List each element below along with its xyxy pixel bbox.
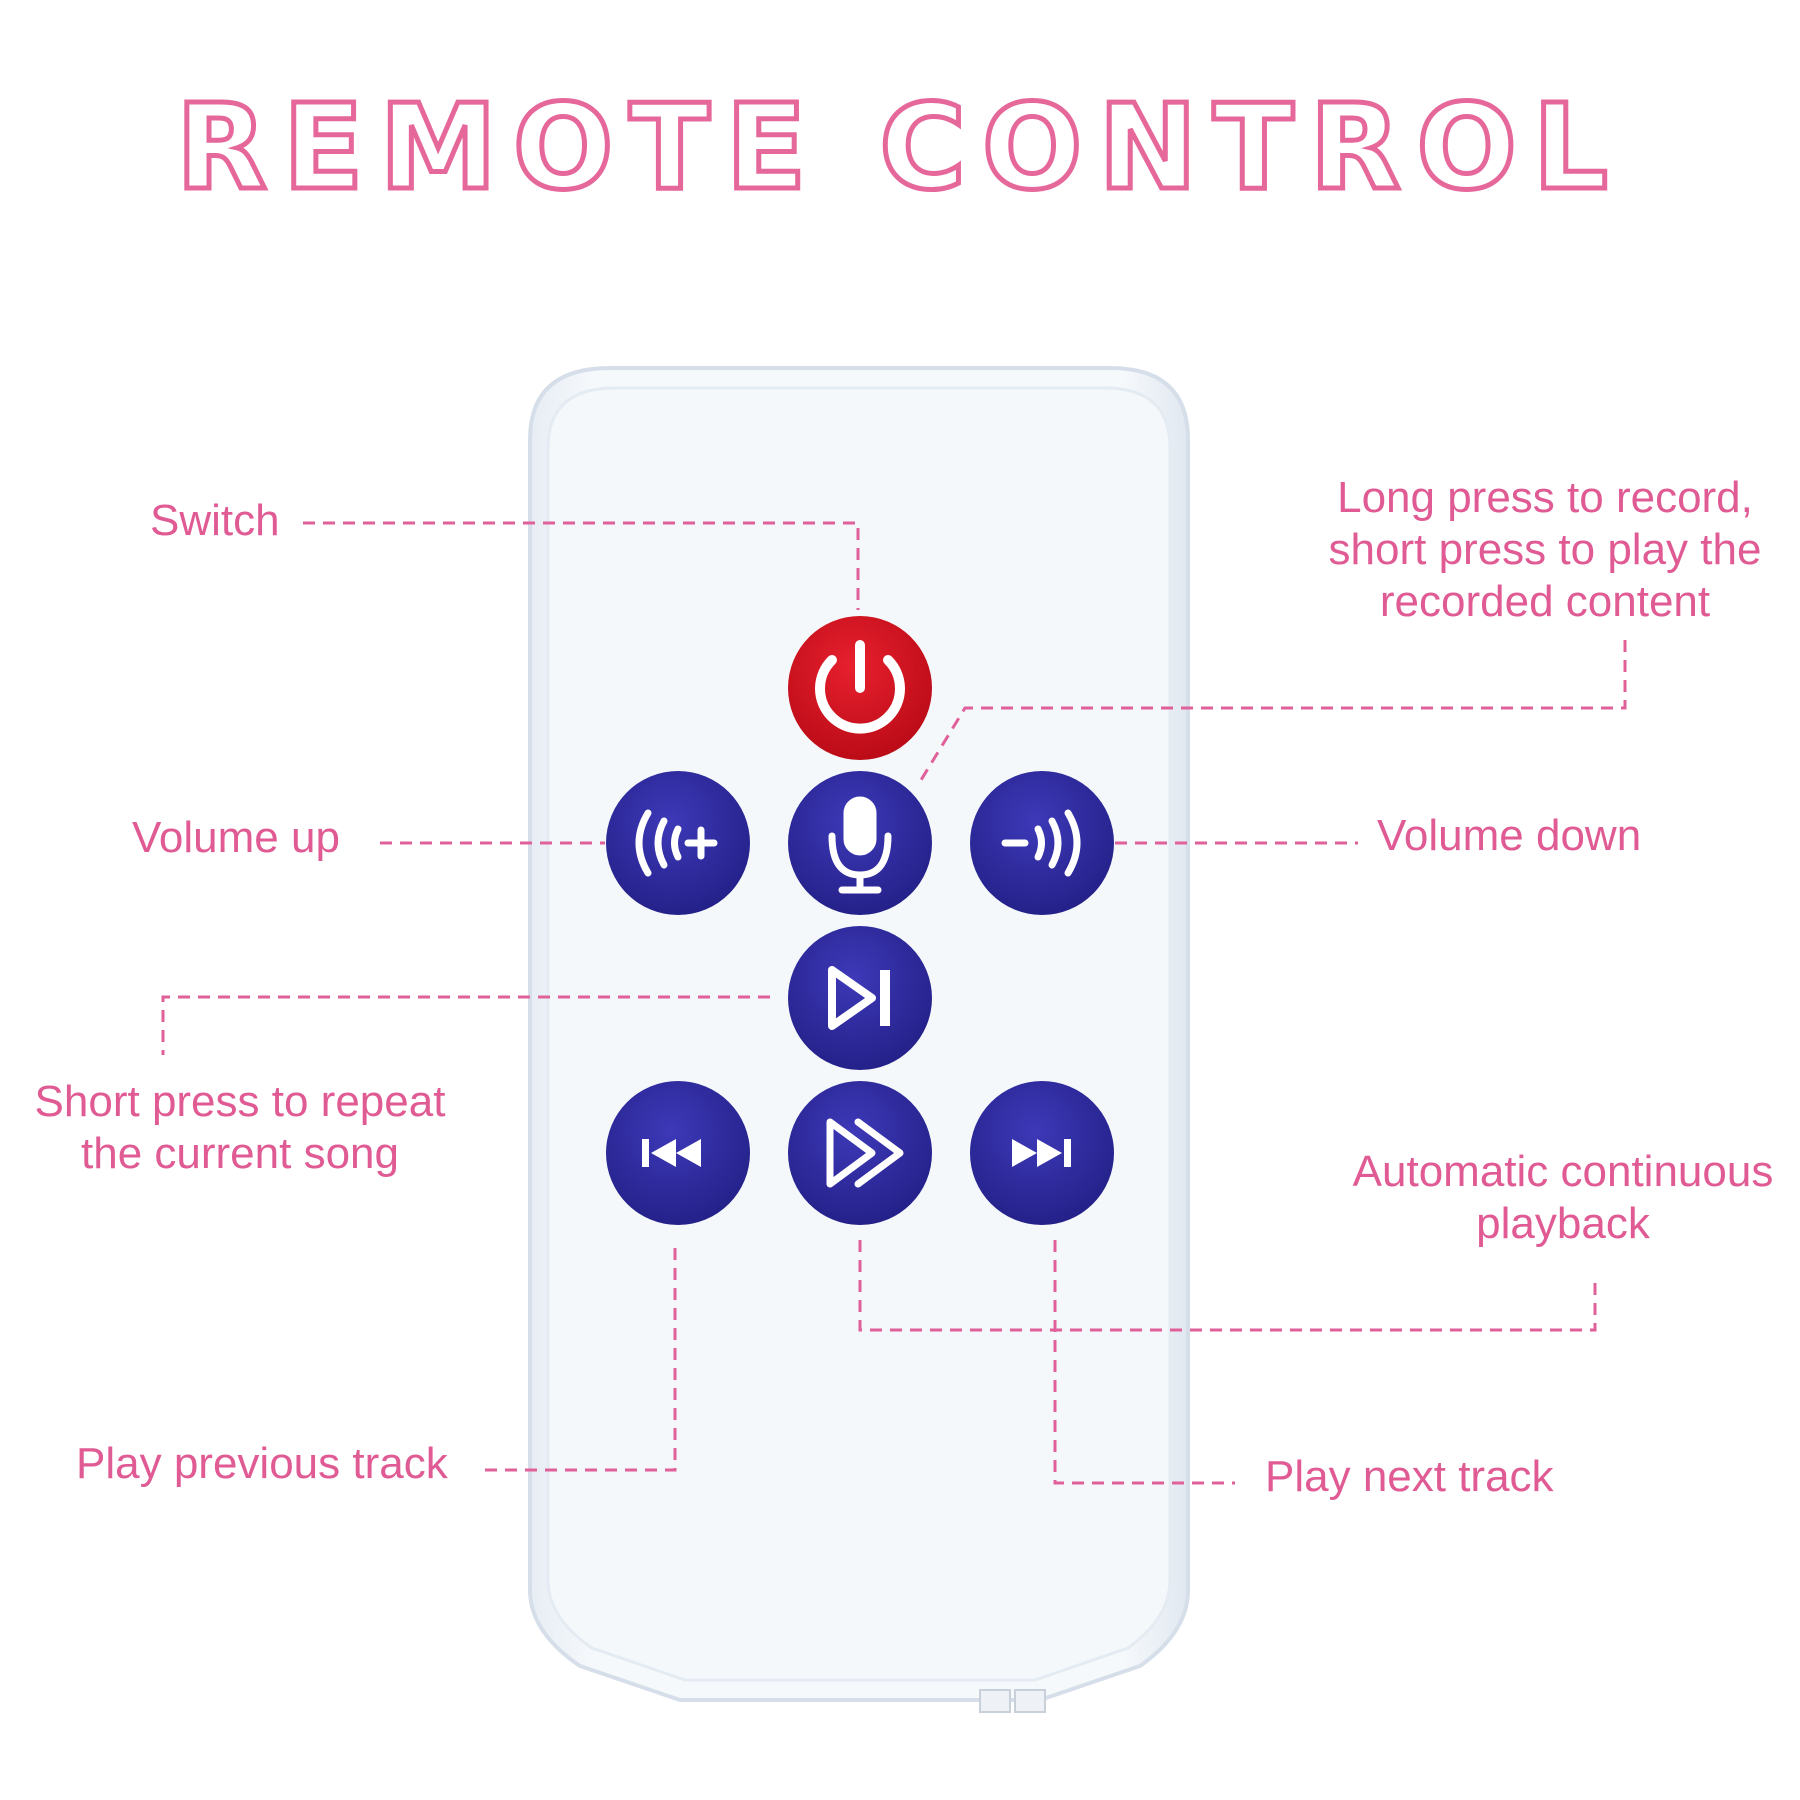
play-pause-icon — [828, 966, 890, 1030]
power-button[interactable] — [788, 616, 932, 760]
auto-label-line2: playback — [1476, 1199, 1650, 1248]
next-track-button[interactable] — [970, 1081, 1114, 1225]
double-play-icon — [826, 1118, 904, 1188]
record-label: Long press to record, short press to pla… — [1300, 472, 1790, 628]
repeat-leader — [161, 995, 770, 1055]
skip-next-icon — [1012, 1139, 1071, 1167]
volume-down-button[interactable] — [970, 771, 1114, 915]
previous-track-label: Play previous track — [76, 1439, 448, 1488]
record-label-line2: short press to play the — [1328, 525, 1762, 574]
auto-leader — [858, 1240, 1597, 1332]
record-label-line1: Long press to record, — [1337, 473, 1753, 522]
volume-up-label: Volume up — [132, 813, 340, 862]
volume-down-icon — [1001, 809, 1081, 877]
record-label-line3: recorded content — [1379, 577, 1711, 626]
continuous-play-button[interactable] — [788, 1081, 932, 1225]
previous-track-button[interactable] — [606, 1081, 750, 1225]
volume-up-button[interactable] — [606, 771, 750, 915]
previous-leader — [485, 1240, 677, 1472]
volume-down-label: Volume down — [1377, 811, 1642, 860]
switch-label: Switch — [150, 496, 280, 545]
volume-up-icon — [635, 809, 718, 877]
switch-leader — [303, 521, 860, 610]
rewind-icon — [642, 1139, 701, 1167]
page-title: REMOTE CONTROL — [174, 76, 1624, 219]
repeat-label-line1: Short press to repeat — [34, 1077, 446, 1126]
repeat-label: Short press to repeat the current song — [10, 1076, 470, 1180]
auto-label-line1: Automatic continuous — [1352, 1147, 1774, 1196]
auto-playback-label: Automatic continuous playback — [1328, 1146, 1798, 1250]
power-icon — [815, 640, 905, 734]
repeat-label-line2: the current song — [81, 1129, 399, 1178]
repeat-button[interactable] — [788, 926, 932, 1070]
microphone-icon — [828, 796, 892, 894]
leader-lines — [161, 521, 1627, 1485]
record-button[interactable] — [788, 771, 932, 915]
next-track-label: Play next track — [1265, 1452, 1554, 1501]
next-leader — [1053, 1240, 1235, 1485]
